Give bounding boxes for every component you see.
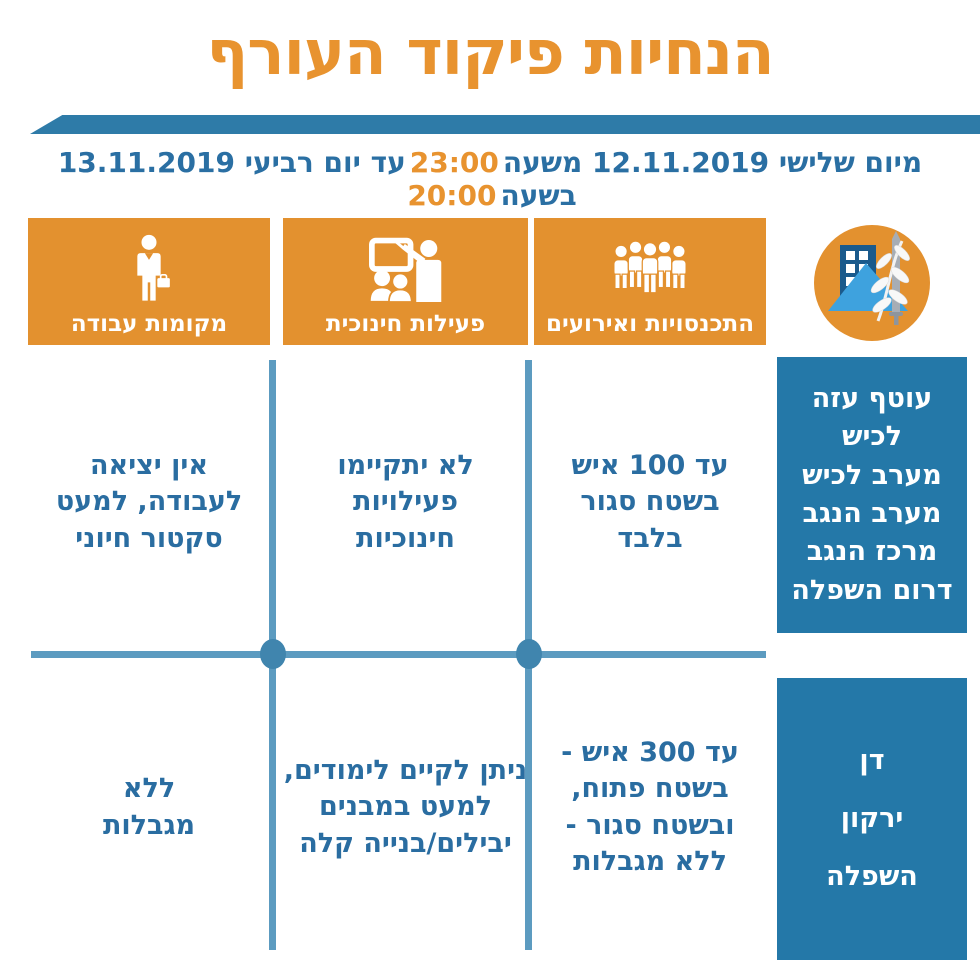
header-label: מקומות עבודה bbox=[70, 311, 228, 337]
divider-bar bbox=[30, 115, 980, 134]
start-time: 23:00 bbox=[409, 146, 499, 179]
date-range: מיום שלישי 12.11.2019 משעה23:00עד יום רב… bbox=[0, 146, 980, 212]
cell-education-row1: לא יתקיימו פעילויות חינוכיות bbox=[337, 449, 474, 554]
grid-node bbox=[516, 639, 542, 669]
region-list-center: דן ירקון השפלה bbox=[777, 678, 967, 960]
header-gatherings: התכנסויות ואירועים bbox=[534, 218, 766, 345]
grid-node bbox=[260, 639, 286, 669]
header-label: התכנסויות ואירועים bbox=[545, 311, 755, 337]
grid-horizontal-line bbox=[31, 651, 766, 658]
header-label: פעילות חינוכית bbox=[325, 311, 486, 337]
page-title: הנחיות פיקוד העורף bbox=[206, 16, 774, 89]
worker-briefcase-icon bbox=[124, 218, 174, 313]
cell-workplaces-row1: אין יציאה לעבודה, למעט סקטור חיוני bbox=[55, 449, 243, 554]
cell-gatherings-row1: עד 100 איש בשטח סגור בלבד bbox=[571, 449, 729, 554]
end-time: 20:00 bbox=[407, 179, 497, 212]
cell-workplaces-row2: ללא מגבלות bbox=[102, 773, 196, 841]
date-range-text-2: עד יום רביעי 13.11.2019 בשעה bbox=[57, 146, 577, 212]
cell-education-row2: ניתן לקיים לימודים, למעט במבנים יבילים/ב… bbox=[283, 754, 528, 859]
header-workplaces: מקומות עבודה bbox=[28, 218, 270, 345]
date-range-text-1: מיום שלישי 12.11.2019 משעה bbox=[502, 146, 923, 179]
home-front-command-emblem bbox=[812, 223, 932, 343]
crowd-icon bbox=[608, 218, 692, 313]
classroom-teacher-icon bbox=[368, 218, 444, 313]
region-list-south: עוטף עזה לכיש מערב לכיש מערב הנגב מרכז ה… bbox=[777, 357, 967, 633]
header-education: פעילות חינוכית bbox=[283, 218, 528, 345]
cell-gatherings-row2: עד 300 איש - בשטח פתוח, ובשטח סגור - ללא… bbox=[561, 736, 739, 877]
